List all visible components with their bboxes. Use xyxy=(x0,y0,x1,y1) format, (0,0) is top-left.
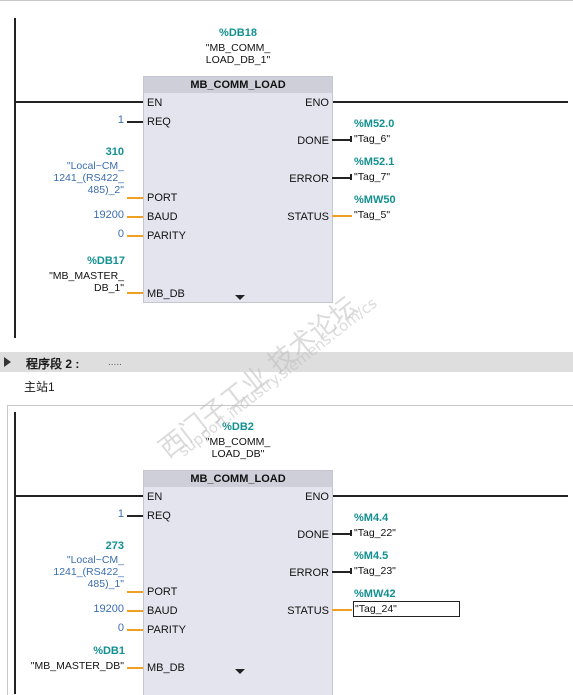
done-stub-2 xyxy=(350,530,352,536)
rung-left-network2 xyxy=(14,495,144,497)
done-address-2: %M4.4 xyxy=(354,512,389,524)
rung-left-network1 xyxy=(14,101,144,103)
error-stub xyxy=(350,174,352,180)
pin-mb-db-2: MB_DB xyxy=(147,662,185,674)
port-tag-2[interactable]: "Local~CM_ 1241_(RS422_ 485)_1" xyxy=(53,554,124,590)
port-wire-2 xyxy=(127,591,143,593)
mb-db-tag-2[interactable]: "MB_MASTER_DB" xyxy=(30,660,124,672)
status-wire xyxy=(332,215,352,217)
error-tag[interactable]: "Tag_7" xyxy=(354,171,391,183)
status-tag[interactable]: "Tag_5" xyxy=(354,209,391,221)
collapse-triangle-icon[interactable] xyxy=(4,357,11,367)
rung-right-network1 xyxy=(332,101,568,103)
baud-value[interactable]: 19200 xyxy=(93,209,124,221)
baud-wire xyxy=(127,216,143,218)
pin-eno: ENO xyxy=(305,97,329,109)
expand-arrow-icon[interactable] xyxy=(235,669,245,674)
mb-db-wire xyxy=(127,292,143,294)
network2-comment-dots[interactable]: ..... xyxy=(108,357,122,368)
parity-value-2[interactable]: 0 xyxy=(117,622,124,634)
pin-parity-2: PARITY xyxy=(147,624,186,636)
error-wire-2 xyxy=(332,571,352,573)
pin-parity: PARITY xyxy=(147,230,186,242)
power-rail-network2 xyxy=(14,412,16,694)
status-address: %MW50 xyxy=(354,194,396,206)
port-address: 310 xyxy=(105,146,124,158)
pin-req: REQ xyxy=(147,116,171,128)
port-wire xyxy=(127,197,143,199)
rung-right-network2 xyxy=(332,495,568,497)
network2-header[interactable]: 程序段 2 : ..... xyxy=(0,352,573,372)
pin-baud-2: BAUD xyxy=(147,605,178,617)
parity-wire xyxy=(127,235,143,237)
pin-port: PORT xyxy=(147,192,178,204)
block-title-2: MB_COMM_LOAD xyxy=(144,471,332,487)
network1-top-border xyxy=(0,0,573,1)
pin-error: ERROR xyxy=(289,173,329,185)
expand-arrow-icon[interactable] xyxy=(235,295,245,300)
port-tag[interactable]: "Local~CM_ 1241_(RS422_ 485)_2" xyxy=(53,160,124,196)
mb-comm-load-block[interactable]: MB_COMM_LOAD EN REQ PORT BAUD PARITY MB_… xyxy=(143,76,333,303)
error-address-2: %M4.5 xyxy=(354,550,389,562)
req-wire-2 xyxy=(127,515,143,517)
req-wire xyxy=(127,121,143,123)
error-tag-2[interactable]: "Tag_23" xyxy=(354,565,396,577)
done-wire-2 xyxy=(332,533,352,535)
req-value[interactable]: 1 xyxy=(117,114,124,126)
req-value-2[interactable]: 1 xyxy=(117,508,124,520)
baud-wire-2 xyxy=(127,610,143,612)
network2-title[interactable]: 主站1 xyxy=(24,380,55,394)
mb-comm-load-block-2[interactable]: MB_COMM_LOAD EN REQ PORT BAUD PARITY MB_… xyxy=(143,470,333,695)
status-tag-2[interactable]: "Tag_24" xyxy=(355,603,397,615)
baud-value-2[interactable]: 19200 xyxy=(93,603,124,615)
pin-done-2: DONE xyxy=(297,529,329,541)
power-rail-network1 xyxy=(14,18,16,338)
error-wire xyxy=(332,177,352,179)
done-tag-2[interactable]: "Tag_22" xyxy=(354,527,396,539)
port-address-2: 273 xyxy=(105,540,124,552)
done-address: %M52.0 xyxy=(354,118,395,130)
instance-db-name[interactable]: "MB_COMM_ LOAD_DB_1" xyxy=(205,42,271,66)
parity-wire-2 xyxy=(127,629,143,631)
pin-en: EN xyxy=(147,97,163,109)
mb-db-tag[interactable]: "MB_MASTER_ DB_1" xyxy=(49,270,124,294)
pin-done: DONE xyxy=(297,135,329,147)
status-wire-2 xyxy=(332,609,352,611)
mb-db-address: %DB17 xyxy=(87,255,125,267)
pin-en-2: EN xyxy=(147,491,163,503)
error-address: %M52.1 xyxy=(354,156,395,168)
status-tag-selection-box[interactable] xyxy=(353,601,460,617)
pin-eno-2: ENO xyxy=(305,491,329,503)
instance-db-address-2: %DB2 xyxy=(222,421,254,433)
network2-label: 程序段 2 : xyxy=(26,357,80,371)
done-stub xyxy=(350,136,352,142)
done-wire xyxy=(332,139,352,141)
pin-status: STATUS xyxy=(287,211,329,223)
error-stub-2 xyxy=(350,568,352,574)
done-tag[interactable]: "Tag_6" xyxy=(354,133,391,145)
mb-db-address-2: %DB1 xyxy=(93,645,125,657)
instance-db-name-2[interactable]: "MB_COMM_ LOAD_DB" xyxy=(205,436,271,460)
block-title: MB_COMM_LOAD xyxy=(144,77,332,93)
pin-req-2: REQ xyxy=(147,510,171,522)
pin-mb-db: MB_DB xyxy=(147,288,185,300)
instance-db-address: %DB18 xyxy=(219,27,257,39)
pin-baud: BAUD xyxy=(147,211,178,223)
pin-status-2: STATUS xyxy=(287,605,329,617)
status-address-2: %MW42 xyxy=(354,588,396,600)
pin-error-2: ERROR xyxy=(289,567,329,579)
pin-port-2: PORT xyxy=(147,586,178,598)
parity-value[interactable]: 0 xyxy=(117,228,124,240)
mb-db-wire-2 xyxy=(127,667,143,669)
